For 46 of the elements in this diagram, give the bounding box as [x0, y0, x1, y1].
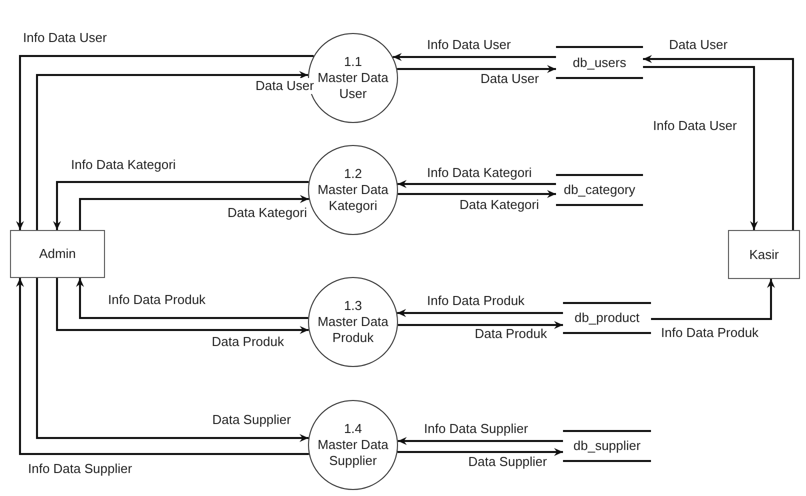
edge-label: Info Data Kategori	[426, 165, 533, 181]
entity-box	[728, 230, 800, 279]
data-store	[563, 430, 651, 462]
arrow	[398, 321, 563, 329]
data-store	[556, 46, 643, 79]
node-label: Master Data Produk	[317, 314, 389, 346]
arrow	[79, 195, 309, 230]
arrow	[53, 181, 309, 230]
edge-label: Data Kategori	[458, 197, 540, 213]
edge-label: Data User	[254, 78, 315, 94]
node-label: db_supplier	[573, 438, 641, 454]
process-number: 1.4	[344, 421, 362, 437]
arrow	[36, 71, 308, 230]
node-label: Admin	[39, 246, 76, 262]
node-label: Kasir	[749, 246, 779, 262]
process-number: 1.2	[344, 166, 362, 182]
edge-label: Info Data Supplier	[27, 461, 134, 477]
edge-label: Data Supplier	[467, 454, 548, 470]
process-number: 1.1	[344, 54, 362, 70]
data-store	[563, 302, 651, 334]
process-number: 1.3	[344, 298, 362, 314]
arrow	[76, 278, 308, 319]
arrow	[16, 55, 314, 230]
edge-label: Info Data Supplier	[423, 421, 530, 437]
arrow	[398, 180, 556, 188]
arrow	[56, 278, 309, 334]
arrow	[398, 448, 563, 456]
arrow	[651, 279, 775, 320]
arrow	[397, 65, 556, 73]
arrow	[643, 66, 758, 230]
arrow	[398, 437, 563, 445]
node-label: Master Data Supplier	[317, 437, 389, 469]
arrow	[643, 55, 794, 230]
data-store	[556, 174, 643, 206]
arrow	[398, 190, 556, 198]
node-label: db_product	[574, 310, 640, 326]
arrow	[397, 309, 563, 317]
node-label: Master Data Kategori	[317, 182, 389, 214]
node-label: db_category	[564, 182, 636, 198]
edge-label: Data Supplier	[211, 412, 292, 428]
arrow	[392, 53, 556, 61]
node-label: Master Data User	[317, 70, 389, 102]
edge-label: Data Kategori	[226, 205, 308, 221]
edge-label: Info Data Kategori	[70, 157, 177, 173]
entity-box	[10, 230, 105, 278]
node-label: db_users	[572, 54, 626, 70]
